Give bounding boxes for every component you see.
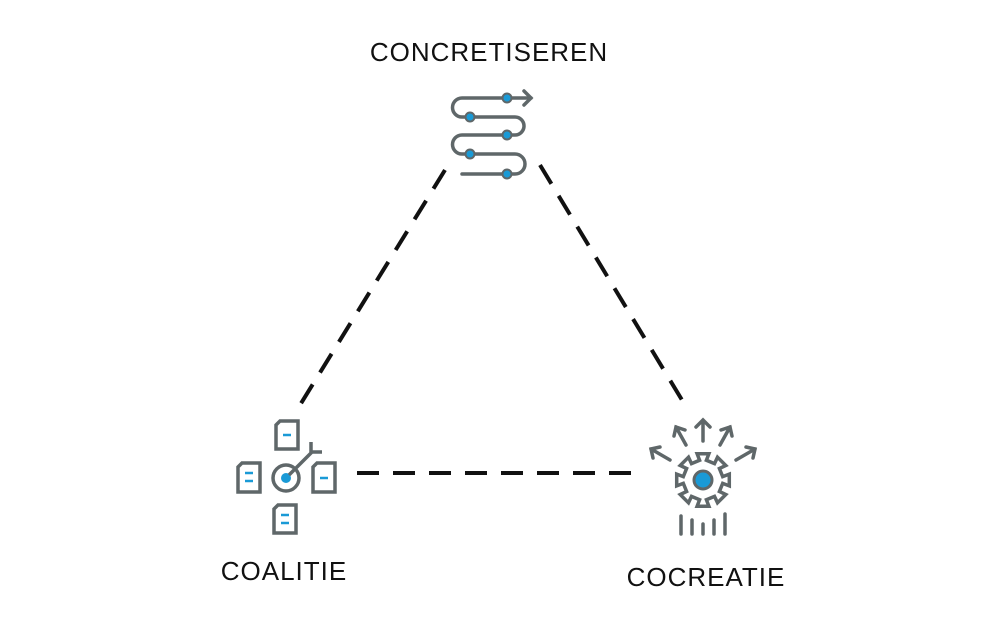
node-label-concretiseren: CONCRETISEREN <box>369 37 609 67</box>
node-label-coalitie: COALITIE <box>220 556 348 586</box>
edge-top-right <box>538 163 687 407</box>
gear-arrows-icon <box>648 417 758 536</box>
node-label-cocreatie: COCREATIE <box>626 562 786 592</box>
target-documents-icon <box>236 419 337 535</box>
winding-path-icon <box>450 89 534 180</box>
edge-top-left <box>298 168 447 407</box>
